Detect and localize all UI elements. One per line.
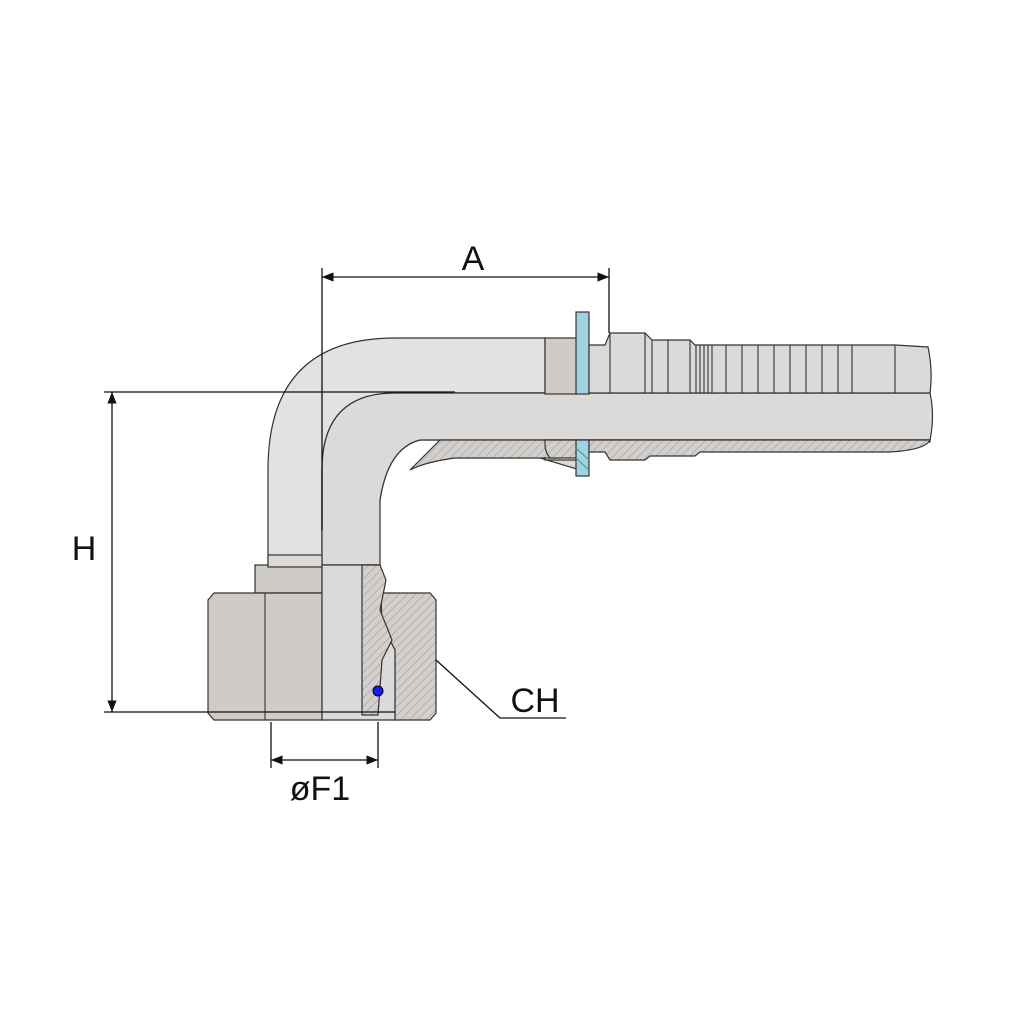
o-ring: [372, 685, 384, 697]
dimension-f1-label: øF1: [290, 770, 350, 808]
washer-top: [575, 311, 590, 395]
collar: [544, 337, 578, 395]
stem-section: [321, 392, 934, 566]
hex-nut: [207, 564, 437, 721]
hose-tail: [588, 332, 932, 461]
neck: [254, 564, 323, 594]
dimension-f1: [270, 722, 379, 768]
dimension-ch-label: CH: [510, 682, 559, 720]
dimension-a: [321, 268, 610, 530]
collar-section: [544, 439, 578, 459]
dimension-a-label: A: [462, 240, 485, 278]
dimension-h-label: H: [72, 530, 97, 568]
dimension-ch: [435, 659, 566, 719]
dimension-h: [104, 391, 455, 713]
